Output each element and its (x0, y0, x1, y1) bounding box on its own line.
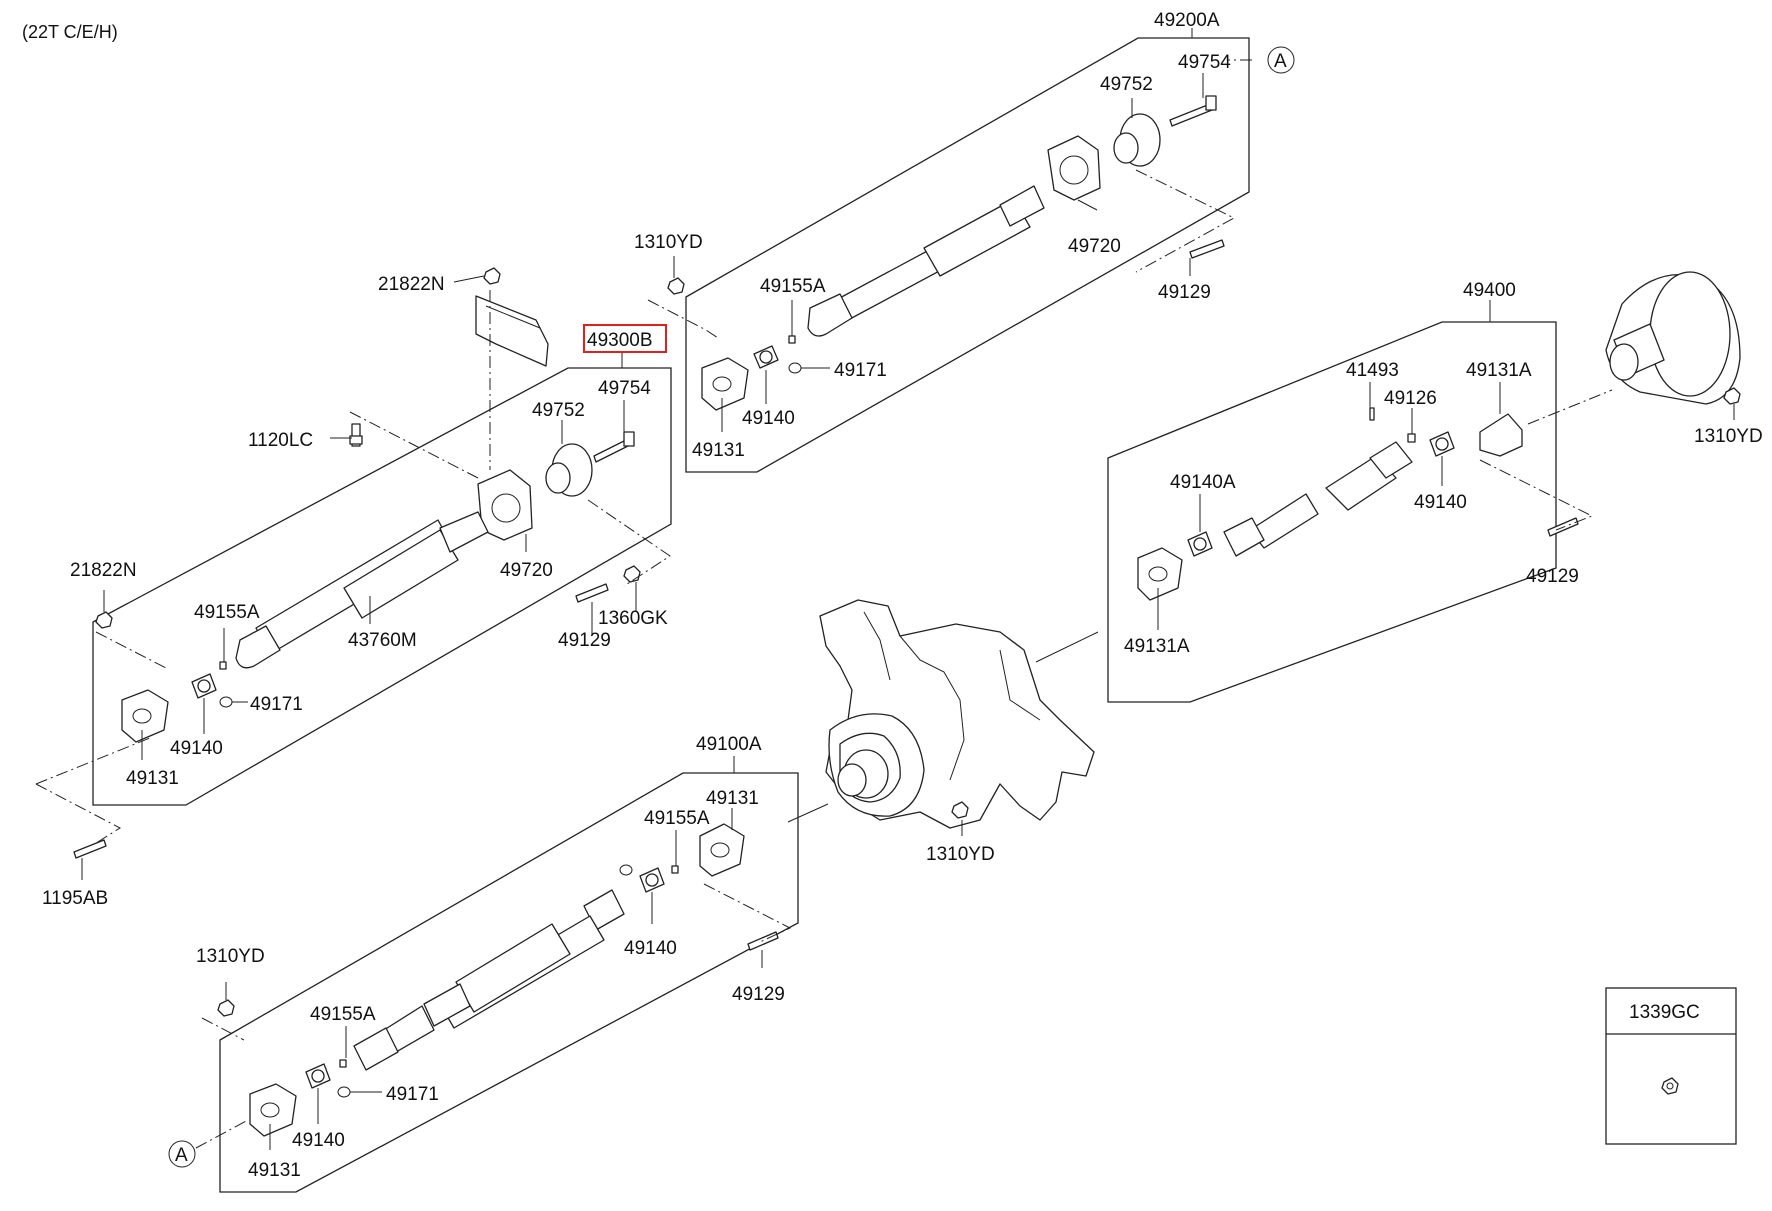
ref-marker-A-top: A (1274, 51, 1287, 72)
legend-box-1339GC: 1339GC (1605, 987, 1737, 1145)
label-1310YD-right[interactable]: 1310YD (1694, 426, 1763, 447)
label-43760M[interactable]: 43760M (348, 630, 417, 651)
label-21822N-bracket[interactable]: 21822N (378, 274, 445, 295)
label-49129-mid[interactable]: 49129 (558, 630, 611, 651)
assembly-49200A: 49200A A (634, 10, 1295, 473)
nut-1339GC-icon (1661, 1077, 1679, 1095)
label-49129-top[interactable]: 49129 (1158, 282, 1211, 303)
label-49140-bottom[interactable]: 49140 (292, 1130, 345, 1151)
label-49171-top[interactable]: 49171 (834, 360, 887, 381)
label-49300B[interactable]: 49300B (587, 330, 653, 351)
label-49155A-bottom-top[interactable]: 49155A (644, 808, 710, 829)
label-49131-bottom-top[interactable]: 49131 (706, 788, 759, 809)
label-49752-top[interactable]: 49752 (1100, 74, 1153, 95)
label-49131A-left[interactable]: 49131A (1124, 636, 1190, 657)
label-49131-top[interactable]: 49131 (692, 440, 745, 461)
label-49140-right[interactable]: 49140 (1414, 492, 1467, 513)
label-49140A[interactable]: 49140A (1170, 472, 1236, 493)
label-49752-mid[interactable]: 49752 (532, 400, 585, 421)
label-49131A-right[interactable]: 49131A (1466, 360, 1532, 381)
label-1310YD-top[interactable]: 1310YD (634, 232, 703, 253)
label-49155A-top[interactable]: 49155A (760, 276, 826, 297)
label-41493[interactable]: 41493 (1346, 360, 1399, 381)
label-49720-mid[interactable]: 49720 (500, 560, 553, 581)
assembly-49400: 49400 (1107, 271, 1763, 703)
label-1339GC[interactable]: 1339GC (1629, 1002, 1700, 1023)
axle-housing: 1310YD (787, 599, 1099, 865)
variant-label: (22T C/E/H) (22, 22, 118, 42)
assembly-49300B: 49300B (35, 267, 672, 909)
label-21822N-left[interactable]: 21822N (70, 560, 137, 581)
label-1310YD-bottom[interactable]: 1310YD (196, 946, 265, 967)
label-49200A[interactable]: 49200A (1154, 10, 1220, 31)
label-49171-bottom[interactable]: 49171 (386, 1084, 439, 1105)
label-49131-mid[interactable]: 49131 (126, 768, 179, 789)
label-49140-top[interactable]: 49140 (742, 408, 795, 429)
label-49754-top[interactable]: 49754 (1178, 52, 1231, 73)
label-49754-mid[interactable]: 49754 (598, 378, 651, 399)
label-49100A[interactable]: 49100A (696, 734, 762, 755)
assembly-49100A: 49100A A (168, 734, 799, 1193)
label-1360GK[interactable]: 1360GK (598, 608, 668, 629)
label-49129-bottom[interactable]: 49129 (732, 984, 785, 1005)
label-49720-top[interactable]: 49720 (1068, 236, 1121, 257)
label-1310YD-axle[interactable]: 1310YD (926, 844, 995, 865)
label-49400[interactable]: 49400 (1463, 280, 1516, 301)
label-49155A-bottom[interactable]: 49155A (310, 1004, 376, 1025)
label-49140-mid[interactable]: 49140 (170, 738, 223, 759)
label-49126[interactable]: 49126 (1384, 388, 1437, 409)
label-49140-bottom-top[interactable]: 49140 (624, 938, 677, 959)
ref-marker-A-bottom: A (175, 1145, 188, 1166)
label-49129-right[interactable]: 49129 (1526, 566, 1579, 587)
selected-part-highlight (583, 324, 667, 353)
label-49155A-mid[interactable]: 49155A (194, 602, 260, 623)
label-49171-mid[interactable]: 49171 (250, 694, 303, 715)
label-49131-bottom[interactable]: 49131 (248, 1160, 301, 1181)
label-1195AB[interactable]: 1195AB (42, 888, 108, 909)
label-1120LC[interactable]: 1120LC (248, 430, 313, 451)
